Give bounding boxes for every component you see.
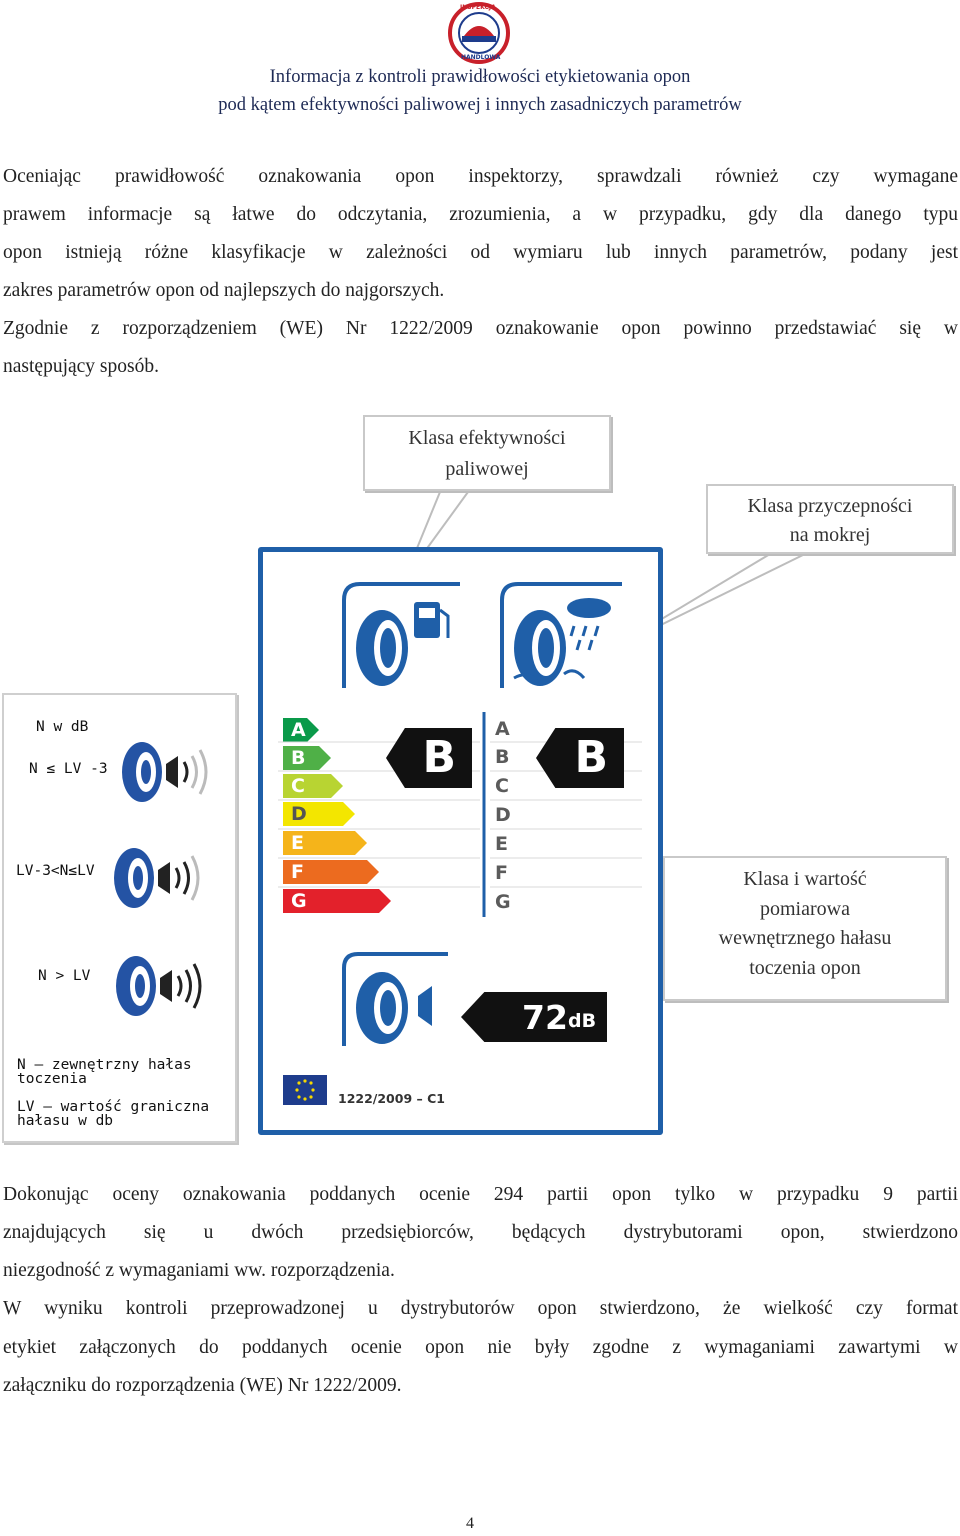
fuel-tyre-pictogram [336, 578, 468, 698]
callout-line: Klasa i wartość [743, 868, 867, 890]
paragraph-line: prawem informacje są łatwe do odczytania… [3, 204, 958, 225]
callout-wet-grip: Klasa przyczepności na mokrej [706, 484, 954, 554]
header-title-line2: pod kątem efektywności paliwowej i innyc… [218, 95, 742, 115]
paragraph-line: Oceniając prawidłowość oznakowania opon … [3, 166, 958, 187]
wet-scale-f: F [495, 862, 508, 884]
noise-class-2-icon [108, 842, 204, 912]
paragraph-line: opon istnieją różne klasyfikacje w zależ… [3, 242, 958, 263]
wet-scale-a: A [495, 718, 510, 740]
paragraph-line: W wyniku kontroli przeprowadzonej u dyst… [3, 1298, 958, 1319]
fuel-bar-f: F [283, 860, 379, 884]
inspection-logo: INSPEKCJA HANDLOWA [446, 2, 512, 64]
fuel-grade-indicator: B [386, 728, 472, 788]
callout-fuel-efficiency: Klasa efektywności paliwowej [363, 415, 611, 491]
callout-line: wewnętrznego hałasu [718, 927, 892, 949]
callout-line: toczenia opon [749, 956, 861, 979]
callout-line: Klasa efektywności [408, 427, 566, 449]
fuel-bar-b: B [283, 746, 331, 770]
fuel-bar-d: D [283, 802, 355, 826]
fuel-bar-e: E [283, 831, 367, 855]
legend-row-1-label: N ≤ LV -3 [29, 761, 108, 777]
callout-line: paliwowej [445, 458, 529, 480]
wet-grip-tyre-pictogram [494, 578, 630, 698]
noise-class-3-icon [110, 948, 206, 1020]
noise-legend [2, 693, 237, 1143]
header-title-line1: Informacja z kontroli prawidłowości etyk… [269, 67, 691, 87]
paragraph-line: Zgodnie z rozporządzeniem (WE) Nr 1222/2… [3, 318, 958, 339]
legend-note-line: hałasu w db [17, 1113, 114, 1129]
wet-grip-grade-indicator: B [536, 728, 624, 788]
regulation-code: 1222/2009 – C1 [338, 1091, 445, 1106]
legend-title: N w dB [36, 719, 89, 735]
legend-row-2-label: LV-3<N≤LV [16, 863, 95, 879]
callout-line: pomiarowa [760, 897, 850, 920]
eu-flag-icon [283, 1075, 327, 1105]
logo-text-top: INSPEKCJA [460, 4, 496, 11]
wet-scale-d: D [495, 804, 511, 826]
paragraph-line: niezgodność z wymaganiami ww. rozporządz… [3, 1260, 395, 1281]
noise-value: 72 [522, 998, 568, 1037]
wet-scale-c: C [495, 775, 509, 797]
callout-noise: Klasa i wartość pomiarowa wewnętrznego h… [663, 856, 947, 1001]
fuel-bar-c: C [283, 774, 343, 798]
legend-notes: N – zewnętrzny hałas toczenia LV – warto… [17, 1057, 227, 1129]
wet-scale-e: E [495, 833, 508, 855]
paragraph-line: załączniku do rozporządzenia (WE) Nr 122… [3, 1375, 402, 1396]
wet-scale-g: G [495, 891, 511, 913]
noise-value-box: 72 dB [461, 992, 607, 1042]
noise-tyre-pictogram [336, 950, 456, 1050]
legend-row-3-label: N > LV [38, 968, 91, 984]
page-number: 4 [466, 1515, 474, 1532]
legend-note-line: N – zewnętrzny hałas [17, 1057, 192, 1073]
callout-line: na mokrej [789, 524, 871, 546]
wet-scale-b: B [495, 746, 510, 768]
callout-line: Klasa przyczepności [747, 495, 913, 517]
legend-note-line: toczenia [17, 1071, 87, 1087]
paragraph-line: etykiet załączonych do poddanych ocenie … [3, 1337, 958, 1358]
paragraph-line: zakres parametrów opon od najlepszych do… [3, 280, 445, 301]
logo-text-bottom: HANDLOWA [461, 54, 501, 61]
fuel-bar-g: G [283, 889, 391, 913]
legend-note-line: LV – wartość graniczna [17, 1099, 210, 1115]
paragraph-line: znajdujących się u dwóch przedsiębiorców… [3, 1222, 958, 1243]
noise-class-1-icon [116, 736, 212, 806]
noise-unit: dB [568, 1010, 597, 1032]
paragraph-line: następujący sposób. [3, 356, 159, 377]
paragraph-line: Dokonując oceny oznakowania poddanych oc… [3, 1184, 958, 1205]
